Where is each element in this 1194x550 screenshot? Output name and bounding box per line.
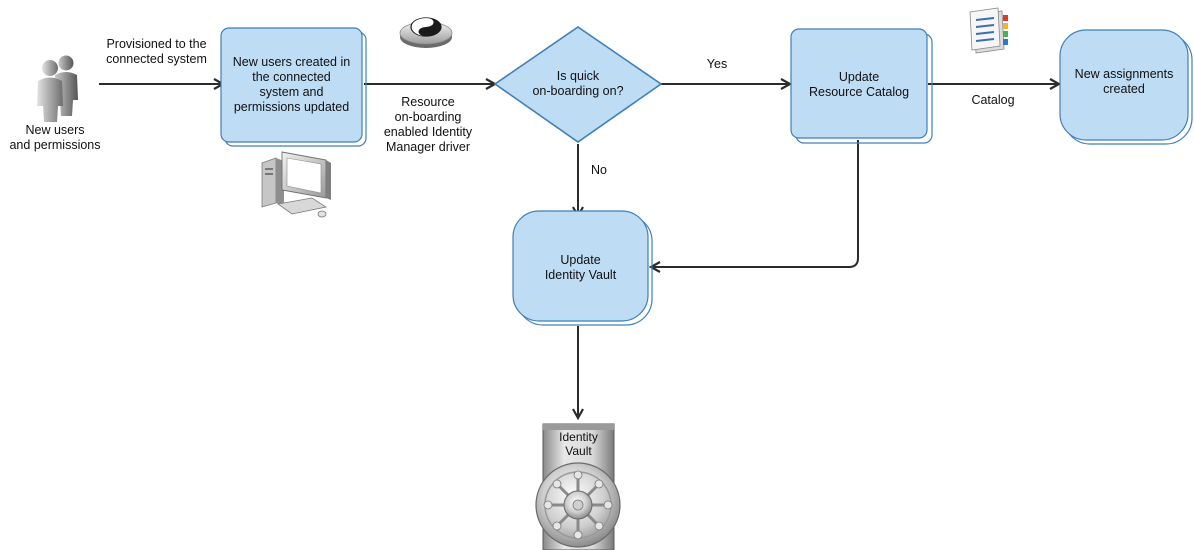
node-new-assignments-line1: New assignments <box>1074 67 1174 81</box>
node-update-catalog <box>790 28 933 144</box>
node-update-catalog-line2: Resource Catalog <box>808 85 910 99</box>
source-label-line1: New users <box>25 123 85 137</box>
source-label-line2: and permissions <box>9 138 101 152</box>
identity-vault-label: Identity Vault <box>543 430 614 458</box>
edge-label-driver-line3: enabled Identity <box>383 125 473 139</box>
edge-label-provisioned: Provisioned to the connected system <box>94 37 219 67</box>
edge-label-provisioned-line2: connected system <box>106 52 207 66</box>
edge-label-catalog: Catalog <box>971 93 1015 107</box>
connectors <box>99 84 1058 417</box>
edge-label-provisioned-line1: Provisioned to the <box>106 37 207 51</box>
node-update-vault-line1: Update <box>560 253 601 267</box>
edge-label-driver-line2: on-boarding <box>394 110 462 124</box>
node-decision-line2: on-boarding on? <box>532 84 624 98</box>
node-new-users-created <box>220 27 367 147</box>
node-decision-line1: Is quick <box>556 69 600 83</box>
source-label: New users and permissions <box>0 123 110 153</box>
node-update-catalog-text: Update Resource Catalog <box>791 29 927 138</box>
catalog-book-icon <box>969 7 1008 54</box>
edge-label-no: No <box>591 163 607 177</box>
yin-yang-icon <box>399 17 453 48</box>
node-new-assignments-line2: created <box>1103 82 1145 96</box>
node-new-assignments-text: New assignments created <box>1060 30 1188 140</box>
identity-vault-label-line2: Vault <box>565 444 592 458</box>
node-update-identity-vault <box>512 210 653 326</box>
users-icon <box>37 55 78 122</box>
node-new-users-line2: the connected <box>252 70 331 84</box>
identity-vault-label-line1: Identity <box>559 430 598 444</box>
node-new-users-text: New users created in the connected syste… <box>221 28 362 142</box>
node-decision <box>493 26 663 143</box>
computer-icon <box>261 151 331 218</box>
edge-label-yes: Yes <box>706 57 728 71</box>
arrow-catalog-to-update-vault <box>652 140 859 267</box>
node-new-assignments <box>1059 29 1193 145</box>
edge-label-driver-line1: Resource <box>401 95 455 109</box>
edge-label-driver: Resource on-boarding enabled Identity Ma… <box>368 95 488 155</box>
node-update-vault-text: Update Identity Vault <box>513 211 648 321</box>
node-new-users-line4: permissions updated <box>233 100 350 114</box>
vault-icon <box>535 423 621 550</box>
edge-label-driver-line4: Manager driver <box>385 140 471 154</box>
node-update-catalog-line1: Update <box>838 70 880 84</box>
node-new-users-line1: New users created in <box>232 55 351 69</box>
node-new-users-line3: system and <box>259 85 324 99</box>
node-update-vault-line2: Identity Vault <box>544 268 617 282</box>
node-decision-text: Is quick on-boarding on? <box>505 60 651 108</box>
